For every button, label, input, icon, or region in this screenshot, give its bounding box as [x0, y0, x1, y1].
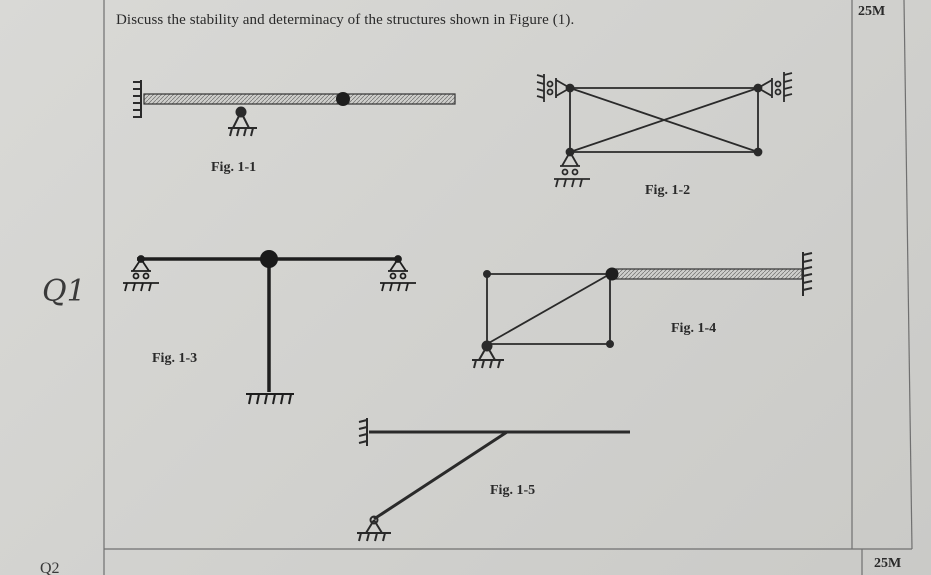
fig-1-4-label: Fig. 1-4 — [671, 321, 717, 336]
fig-1-1-drawing — [133, 80, 456, 137]
page-frame — [103, 0, 913, 575]
roller-support-icon — [380, 255, 416, 292]
internal-hinge-icon — [260, 250, 278, 268]
fig-1-1-beam — [143, 93, 456, 105]
fixed-support-icon — [802, 252, 813, 296]
pin-support-icon — [357, 515, 391, 542]
question-marks: 25M — [858, 4, 886, 19]
fig-1-3-label: Fig. 1-3 — [152, 351, 198, 366]
fig-1-4-beam — [611, 268, 803, 280]
fig-1-1-label: Fig. 1-1 — [211, 160, 257, 175]
roller-support-icon — [554, 151, 590, 188]
fig-1-5-drawing — [357, 418, 630, 542]
fixed-support-icon — [358, 418, 368, 446]
next-question-label: Q2 — [40, 560, 60, 575]
fig-1-4-drawing — [472, 252, 813, 369]
fig-1-2-drawing — [536, 72, 793, 188]
fig-1-3-drawing — [123, 250, 416, 405]
fixed-support-icon — [246, 393, 294, 405]
roller-support-icon — [757, 72, 793, 102]
pin-support-icon — [228, 106, 257, 137]
roller-support-icon — [536, 74, 571, 102]
internal-hinge-icon — [605, 267, 619, 281]
pin-support-icon — [472, 340, 504, 369]
question-label-handwritten: Q1 — [42, 274, 86, 309]
fixed-support-icon — [133, 80, 142, 118]
fig-1-5-label: Fig. 1-5 — [490, 483, 536, 498]
roller-support-icon — [123, 255, 159, 292]
next-question-marks: 25M — [874, 556, 902, 571]
question-text: Discuss the stability and determinacy of… — [116, 12, 575, 28]
internal-hinge-icon — [336, 92, 350, 106]
fig-1-2-label: Fig. 1-2 — [645, 183, 691, 198]
